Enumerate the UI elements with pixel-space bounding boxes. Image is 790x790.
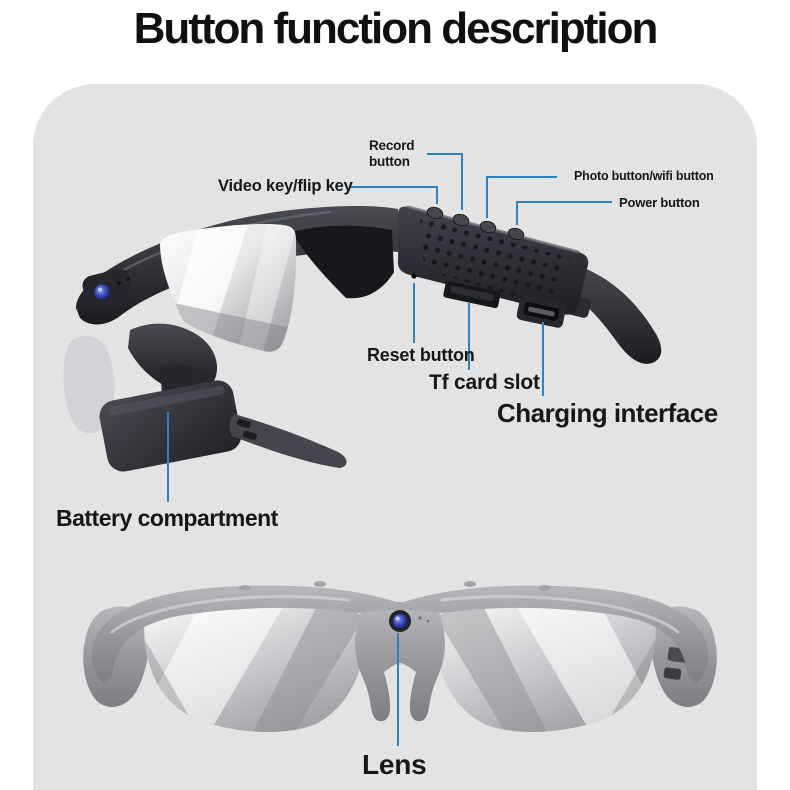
camera-lens-glint [98, 287, 102, 292]
front-brow-highlight [110, 595, 350, 634]
glasses-front-illustration [83, 581, 717, 732]
battery-hinge-slot [242, 430, 257, 441]
record-button-callout-line [427, 153, 463, 210]
charging-port [516, 294, 567, 328]
photo-wifi-button [479, 220, 497, 234]
label-charging-interface: Charging interface [497, 398, 718, 428]
front-bridge [355, 605, 445, 722]
tf-card-slot [443, 280, 501, 309]
reset-pinhole [411, 273, 417, 279]
label-video-flip-key: Video key/flip key [218, 177, 353, 195]
power-button-callout-line [516, 201, 612, 225]
record-button [452, 213, 470, 227]
glasses-top-illustration [63, 205, 662, 472]
photo-button-callout-line [486, 176, 557, 218]
speaker-dot-texture [420, 218, 570, 308]
battery-temple-arm [229, 414, 347, 468]
callout-lines [167, 153, 612, 746]
mic-hole [418, 616, 422, 620]
label-record-button: Record button [369, 138, 415, 169]
label-reset-button: Reset button [367, 345, 475, 365]
video-key-callout-line [350, 186, 438, 204]
camera-lens-bridge [393, 614, 407, 628]
battery-hinge-slot [236, 418, 251, 429]
mic-hole [117, 281, 121, 285]
front-brow-bar [91, 585, 709, 683]
hinge-shadow [292, 225, 394, 299]
label-tf-card-slot: Tf card slot [429, 371, 540, 394]
label-lens: Lens [362, 749, 427, 780]
page-title: Button function description [133, 4, 659, 53]
camera-lens-front [94, 284, 110, 300]
label-photo-wifi-button: Photo button/wifi button [574, 169, 714, 183]
right-hinge-detail [663, 667, 682, 680]
indicator-hole [126, 277, 130, 281]
indicator-hole [426, 619, 430, 623]
front-brow-highlight [440, 595, 680, 634]
camera-lens-glint [395, 616, 400, 621]
front-right-lens-reflections [432, 600, 655, 732]
battery-compartment [99, 380, 347, 472]
front-top-button-bumps [239, 581, 551, 591]
power-button [507, 227, 525, 241]
video-flip-button [426, 206, 444, 220]
label-power-button: Power button [619, 195, 700, 210]
label-battery-compartment: Battery compartment [56, 505, 278, 531]
